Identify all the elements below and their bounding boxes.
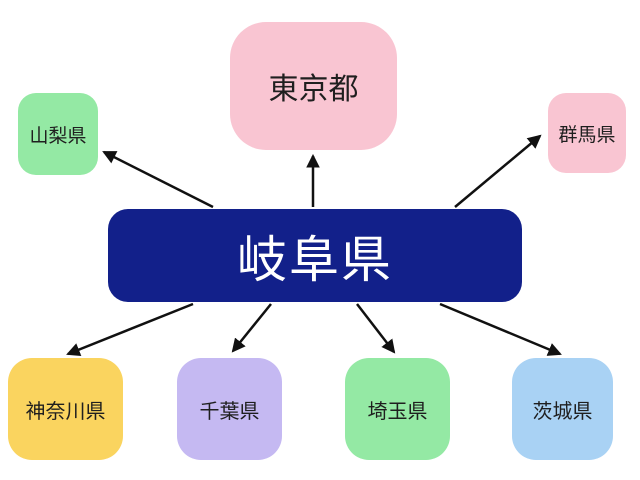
- node-chiba: 千葉県: [177, 358, 282, 460]
- arrow-to-saitama: [356, 303, 396, 354]
- arrow-to-yamanashi: [102, 150, 214, 209]
- node-gunma: 群馬県: [548, 93, 626, 173]
- arrow-to-chiba: [231, 303, 272, 353]
- arrow-to-ibaraki: [439, 302, 562, 356]
- node-ibaraki: 茨城県: [512, 358, 613, 460]
- arrow-to-kanagawa: [66, 302, 194, 357]
- node-kanagawa: 神奈川県: [8, 358, 123, 460]
- node-yamanashi: 山梨県: [18, 93, 98, 175]
- arrow-to-gunma: [454, 134, 542, 208]
- node-tokyo: 東京都: [230, 22, 397, 150]
- node-gifu: 岐阜県: [108, 209, 522, 302]
- node-saitama: 埼玉県: [345, 358, 450, 460]
